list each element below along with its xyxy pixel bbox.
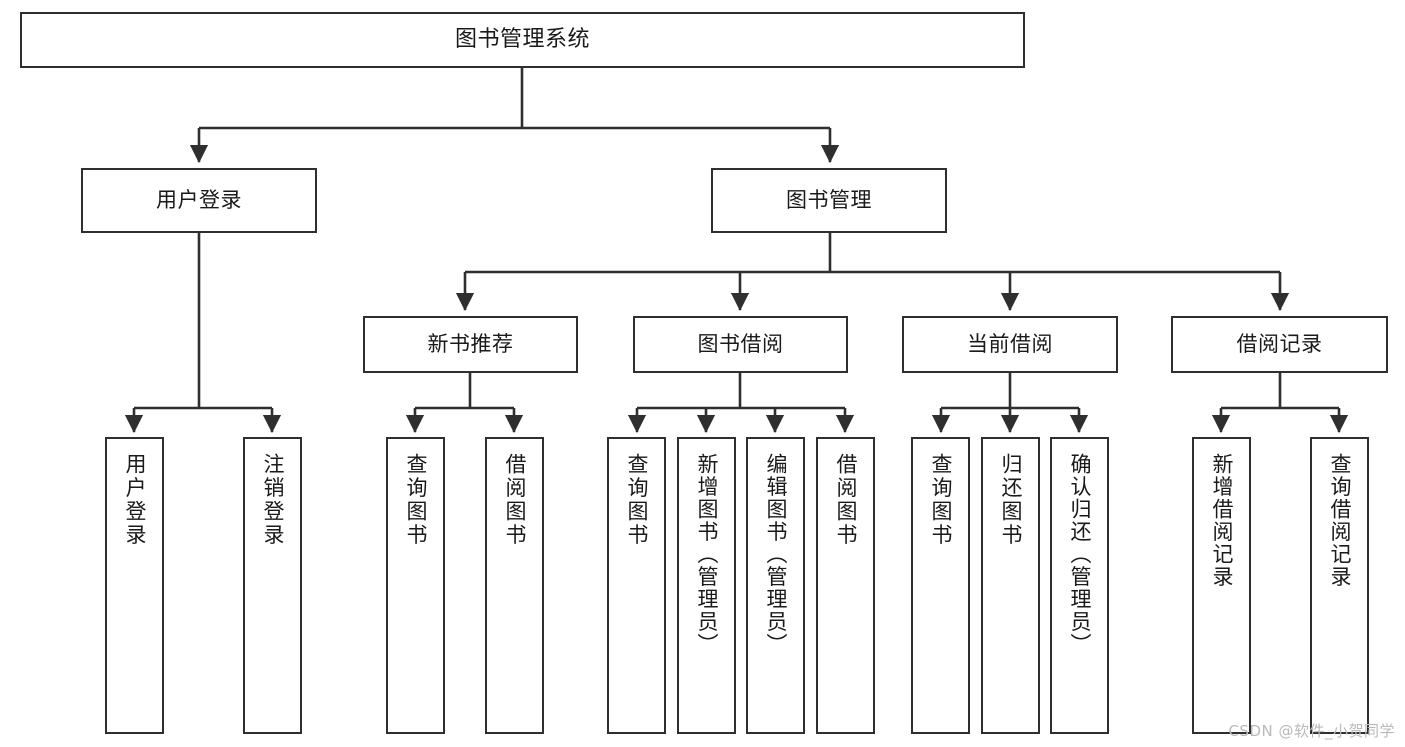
- node-root-book-management-system[interactable]: 图书管理系统: [20, 12, 1025, 68]
- node-current-borrow[interactable]: 当前借阅: [902, 316, 1118, 373]
- node-label: 查询图书: [929, 453, 953, 547]
- leaf-book-borrow-borrow[interactable]: 借阅图书: [816, 437, 875, 734]
- node-new-book-recommend[interactable]: 新书推荐: [363, 316, 578, 373]
- node-label: 新增借阅记录: [1210, 453, 1234, 588]
- node-label: 用户登录: [156, 188, 242, 213]
- node-user-login[interactable]: 用户登录: [81, 168, 317, 233]
- leaf-user-login-login[interactable]: 用户登录: [105, 437, 164, 734]
- node-label: 确认归还（管理员）: [1068, 453, 1092, 656]
- leaf-borrow-record-query[interactable]: 查询借阅记录: [1310, 437, 1369, 734]
- node-label: 查询图书: [404, 453, 428, 547]
- leaf-new-book-query[interactable]: 查询图书: [386, 437, 445, 734]
- node-label: 借阅图书: [503, 453, 527, 547]
- node-label: 图书管理: [786, 188, 872, 213]
- leaf-current-borrow-confirm-return[interactable]: 确认归还（管理员）: [1050, 437, 1109, 734]
- node-label: 借阅记录: [1236, 332, 1323, 357]
- leaf-current-borrow-query[interactable]: 查询图书: [911, 437, 970, 734]
- node-label: 用户登录: [123, 453, 147, 547]
- node-label: 归还图书: [999, 453, 1023, 547]
- leaf-book-borrow-edit[interactable]: 编辑图书（管理员）: [746, 437, 805, 734]
- node-label: 借阅图书: [834, 453, 858, 547]
- leaf-book-borrow-add[interactable]: 新增图书（管理员）: [677, 437, 736, 734]
- node-label: 查询借阅记录: [1328, 453, 1352, 588]
- node-label: 查询图书: [625, 453, 649, 547]
- node-borrow-record[interactable]: 借阅记录: [1171, 316, 1388, 373]
- node-label: 当前借阅: [967, 332, 1053, 357]
- node-label: 注销登录: [261, 453, 285, 547]
- node-label: 新增图书（管理员）: [695, 453, 719, 656]
- leaf-new-book-borrow[interactable]: 借阅图书: [485, 437, 544, 734]
- leaf-book-borrow-query[interactable]: 查询图书: [607, 437, 666, 734]
- node-label: 编辑图书（管理员）: [764, 453, 788, 656]
- node-book-management[interactable]: 图书管理: [711, 168, 947, 233]
- node-label: 图书借阅: [697, 332, 784, 357]
- node-label: 新书推荐: [427, 332, 514, 357]
- node-label: 图书管理系统: [454, 27, 590, 53]
- node-book-borrow[interactable]: 图书借阅: [633, 316, 848, 373]
- leaf-user-login-logout[interactable]: 注销登录: [243, 437, 302, 734]
- leaf-current-borrow-return[interactable]: 归还图书: [981, 437, 1040, 734]
- leaf-borrow-record-add[interactable]: 新增借阅记录: [1192, 437, 1251, 734]
- csdn-watermark: CSDN @软件_小贺同学: [1228, 722, 1395, 740]
